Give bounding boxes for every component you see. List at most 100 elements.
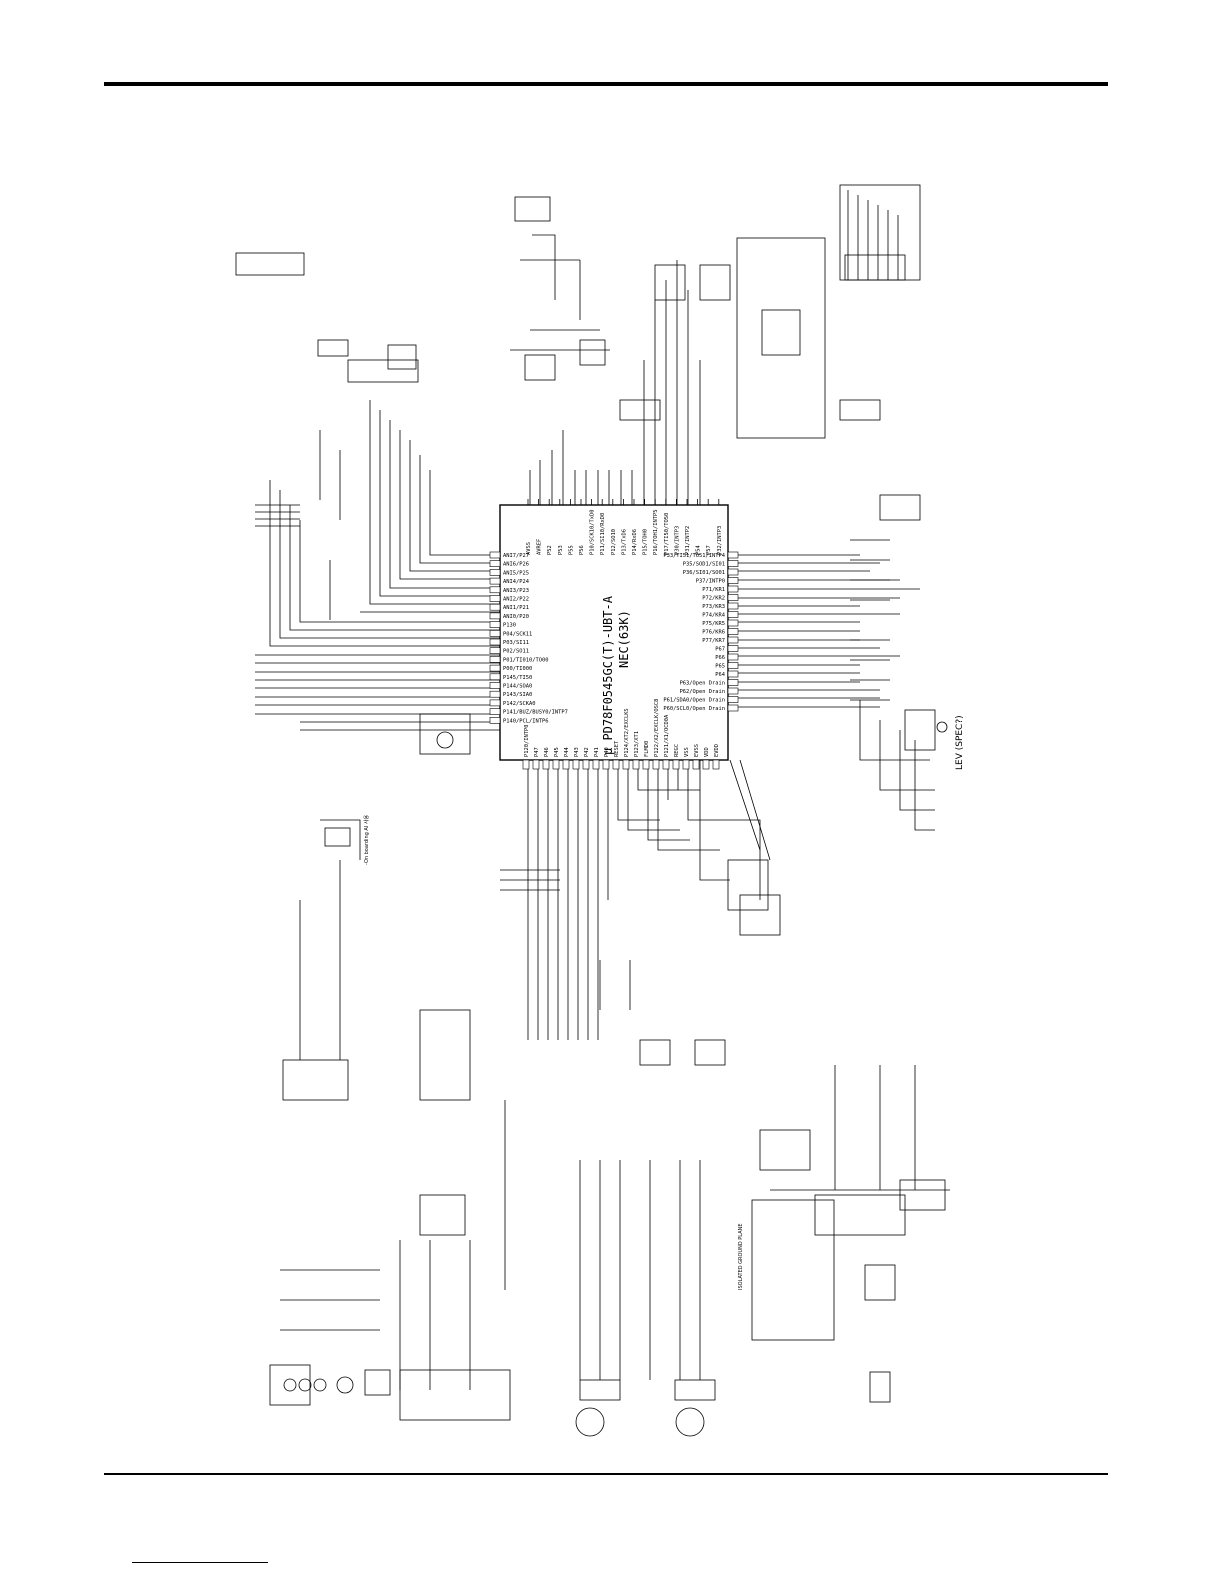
- mcu-pin-box: [582, 759, 590, 770]
- mcu-pin-label: P60/SCL0/Open Drain: [663, 706, 725, 712]
- mcu-pin-box: [489, 577, 501, 585]
- mcu-pin-label: P123/XT1: [634, 731, 640, 757]
- mcu-pin-label: P71/KR1: [702, 587, 725, 593]
- mcu-pin-box: [672, 759, 680, 770]
- mcu-pin-label: P55: [568, 545, 574, 555]
- mcu-pin-label: P16/TOH1/INTP5: [653, 510, 659, 555]
- board-note: -On boarding AI 사용: [363, 815, 370, 865]
- mcu-pin-box: [489, 612, 501, 620]
- mcu-pin-label: P36/SI01/SO01: [683, 570, 725, 576]
- mcu-pin-label: P143/SIA0: [503, 692, 532, 698]
- mcu-pin-label: P47: [534, 747, 540, 757]
- mcu-pin-box: [727, 577, 739, 584]
- mcu-pin-box: [542, 759, 550, 770]
- footer-rule: [104, 1473, 1108, 1475]
- mcu-pin-box: [552, 759, 560, 770]
- lev-note: LEV (SPEC?): [955, 715, 965, 770]
- mcu-pin-label: ANI2/P22: [503, 597, 529, 603]
- mcu-pin-label: P43: [574, 747, 580, 757]
- mcu-pin-label: P142/SCKA0: [503, 701, 535, 707]
- mcu-pin-box: [489, 603, 501, 611]
- mcu-pin-box: [727, 636, 739, 644]
- mcu-pin-label: P140/PCL/INTP6: [503, 718, 548, 724]
- mcu-pin-label: P130: [503, 623, 516, 629]
- mcu-pin-label: P63/Open Drain: [680, 681, 725, 687]
- mcu-pin-box: [572, 759, 580, 770]
- mcu-pin-label: P42: [584, 747, 590, 757]
- mcu-pin-label: RESET: [614, 740, 620, 757]
- mcu-pin-label: P00/TI000: [503, 666, 532, 672]
- mcu-pin-label: AVREF: [537, 539, 543, 555]
- mcu-pin-box: [727, 687, 739, 695]
- mcu-pin-box: [622, 759, 630, 770]
- mcu-pin-box: [712, 759, 720, 770]
- mcu-pin-label: P61/SDA0/Open Drain: [663, 698, 725, 704]
- wiring: [235, 184, 950, 1437]
- mcu-pin-label: P41: [594, 747, 600, 757]
- mcu-pin-label: P31/INTP2: [685, 526, 691, 555]
- mcu-pin-box: [727, 704, 739, 712]
- mcu-pin-box: [489, 656, 501, 663]
- mcu-pin-label: P73/KR3: [702, 604, 725, 610]
- mcu-pin-label: P57: [706, 545, 712, 555]
- mcu-pin-label: P54: [696, 545, 702, 555]
- mcu-pin-box: [727, 628, 739, 635]
- mcu-pin-box: [652, 759, 660, 770]
- mcu-part-number: μ PD78F0545GC(T)-UBT-A: [601, 595, 615, 755]
- mcu-pin-label: P04/SCK11: [503, 631, 532, 637]
- mcu-pin-box: [489, 716, 501, 724]
- mcu-pin-label: P40: [604, 747, 610, 757]
- mcu-pin-label: P62/Open Drain: [680, 689, 725, 695]
- mcu-pin-label: P124/XT2/EXCLKS: [624, 708, 630, 757]
- mcu-pin-box: [612, 759, 620, 770]
- mcu-pin-label: ANI4/P24: [503, 579, 529, 585]
- mcu-pin-box: [727, 560, 739, 567]
- mcu-pin-label: P17/TI50/TO50: [664, 513, 670, 555]
- mcu-pin-label: P52: [547, 545, 553, 555]
- mcu-pin-box: [489, 638, 501, 646]
- mcu-pin-label: P30/INTP3: [674, 526, 680, 555]
- mcu-pin-box: [727, 662, 739, 669]
- mcu-pin-box: [592, 759, 600, 770]
- mcu-chip: [499, 504, 729, 761]
- mcu-pin-box: [727, 602, 739, 610]
- mcu-pin-label: P72/KR2: [702, 596, 725, 602]
- mcu-pin-box: [727, 679, 739, 686]
- mcu-pin-box: [562, 759, 570, 770]
- mcu-manufacturer: NEC(63K): [617, 610, 631, 668]
- mcu-pin-label: P64: [715, 672, 725, 678]
- mcu-pin-label: P15/TOH0: [643, 529, 649, 555]
- mcu-pin-label: ANI3/P23: [503, 588, 529, 594]
- mcu-pin-box: [662, 759, 670, 770]
- mcu-pin-label: P32/INTP3: [717, 526, 723, 555]
- mcu-pin-label: ANI1/P21: [503, 605, 529, 611]
- mcu-pin-box: [727, 645, 739, 652]
- mcu-pin-box: [489, 621, 501, 628]
- mcu-pin-label: P145/TI50: [503, 675, 532, 681]
- footer-link-underline: [132, 1562, 268, 1563]
- mcu-pin-label: P144/SOA0: [503, 684, 532, 690]
- mcu-pin-box: [489, 586, 501, 594]
- mcu-pin-label: EVSS: [694, 744, 700, 757]
- mcu-pin-label: P13/TxD6: [621, 529, 627, 555]
- mcu-pin-box: [489, 629, 501, 637]
- mcu-pin-label: P12/SO10: [611, 529, 617, 555]
- mcu-pin-box: [489, 664, 501, 672]
- mcu-pin-box: [489, 560, 501, 568]
- mcu-pin-label: ANI6/P26: [503, 562, 529, 568]
- mcu-pin-label: P53: [558, 545, 564, 555]
- header-rule: [104, 82, 1108, 86]
- mcu-pin-label: P45: [554, 747, 560, 757]
- mcu-pin-label: P122/X2/EXCLK/OSC8: [654, 699, 660, 757]
- mcu-pin-label: P01/TI010/TO00: [503, 657, 548, 663]
- mcu-pin-label: P65: [715, 664, 725, 670]
- mcu-pin-label: P120/INTP0: [524, 725, 530, 757]
- mcu-pin-label: P56: [579, 545, 585, 555]
- mcu-pin-label: P74/KR4: [702, 613, 725, 619]
- mcu-pin-label: P33/TI51/TO51/INTP4: [663, 553, 725, 559]
- mcu-pin-box: [727, 670, 739, 678]
- isolated-ground-note: ISOLATED GROUND PLANE: [738, 1223, 744, 1290]
